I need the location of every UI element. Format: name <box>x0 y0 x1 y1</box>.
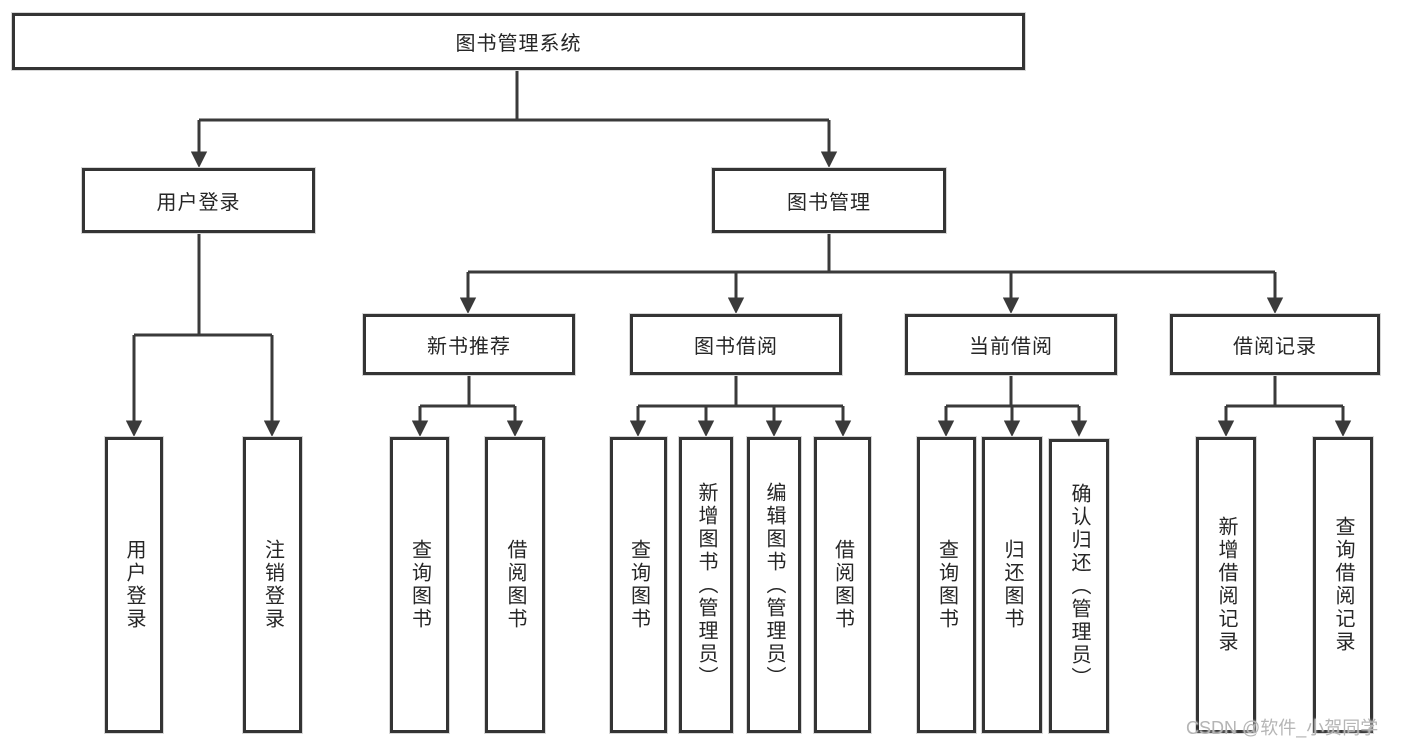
node-leaf-add-books-admin: 新增图书（管理员） <box>679 437 733 733</box>
node-leaf-logout: 注销登录 <box>243 437 302 733</box>
leaf-label: 新增借阅记录 <box>1215 516 1237 654</box>
node-borrow-records: 借阅记录 <box>1170 314 1380 375</box>
node-book-borrow: 图书借阅 <box>630 314 842 375</box>
node-book-management: 图书管理 <box>712 168 946 233</box>
node-leaf-return-books: 归还图书 <box>982 437 1042 733</box>
leaf-label: 注销登录 <box>261 539 284 631</box>
leaf-label: 查询图书 <box>935 539 958 631</box>
node-leaf-query-books-current: 查询图书 <box>917 437 976 733</box>
leaf-label: 借阅图书 <box>831 539 854 631</box>
node-current-borrow: 当前借阅 <box>905 314 1117 375</box>
csdn-watermark: CSDN @软件_小贺同学 <box>1186 718 1379 738</box>
node-leaf-add-borrow-record: 新增借阅记录 <box>1196 437 1256 733</box>
leaf-label: 归还图书 <box>1001 539 1023 631</box>
node-leaf-edit-books-admin: 编辑图书（管理员） <box>747 437 801 733</box>
leaf-label: 用户登录 <box>123 539 145 631</box>
leaf-label: 查询借阅记录 <box>1332 516 1354 654</box>
node-user-login: 用户登录 <box>82 168 315 233</box>
node-leaf-user-login: 用户登录 <box>105 437 163 733</box>
node-new-book-recommend: 新书推荐 <box>363 314 575 375</box>
node-leaf-confirm-return-admin: 确认归还（管理员） <box>1049 439 1109 733</box>
node-root: 图书管理系统 <box>12 13 1025 70</box>
leaf-label: 借阅图书 <box>504 539 526 631</box>
leaf-label: 新增图书（管理员） <box>695 481 717 689</box>
leaf-label: 编辑图书（管理员） <box>763 481 785 689</box>
node-leaf-borrow-books: 借阅图书 <box>814 437 871 733</box>
leaf-label: 查询图书 <box>627 539 650 631</box>
node-leaf-query-books-recommend: 查询图书 <box>390 437 449 733</box>
node-leaf-query-books-borrow: 查询图书 <box>610 437 667 733</box>
node-leaf-borrow-books-recommend: 借阅图书 <box>485 437 545 733</box>
node-leaf-query-borrow-record: 查询借阅记录 <box>1313 437 1373 733</box>
leaf-label: 确认归还（管理员） <box>1068 482 1090 690</box>
leaf-label: 查询图书 <box>408 539 431 631</box>
